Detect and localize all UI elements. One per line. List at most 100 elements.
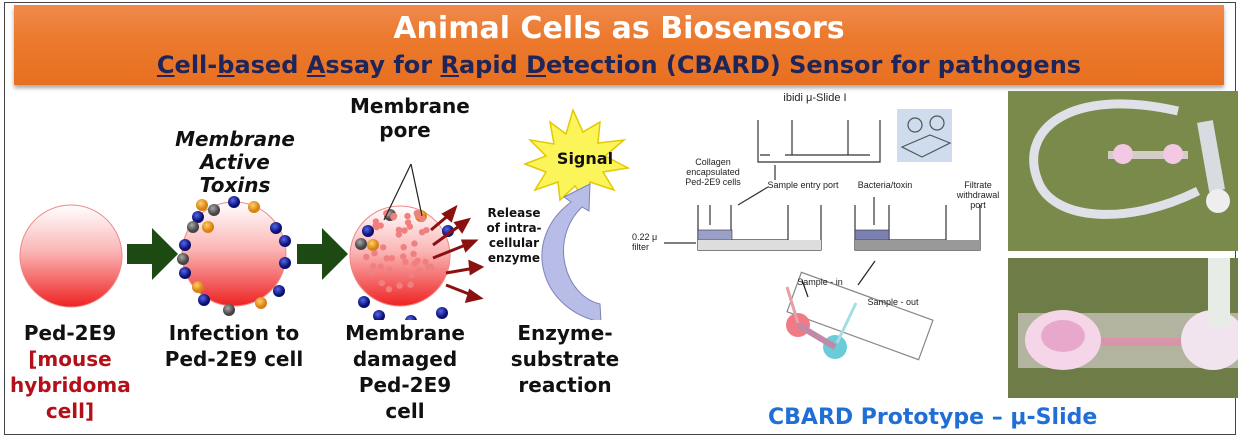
sample-in-label: Sample - in (795, 277, 845, 287)
slide-title: Animal Cells as Biosensors (14, 11, 1224, 46)
pore-dot (407, 281, 413, 287)
collagen-line2: encapsulated (678, 167, 748, 177)
toxin-molecule (179, 239, 191, 251)
toxin-molecule (270, 222, 282, 234)
pore-label: Membrane pore (350, 94, 460, 142)
slide-subtitle: Cell-based Assay for Rapid Detection (CB… (14, 51, 1224, 79)
signal-label: Signal (550, 146, 620, 172)
prototype-photo-closeup (1008, 258, 1238, 398)
pore-dot (400, 244, 406, 250)
subtitle-part: ell- (175, 51, 218, 79)
subtitle-part: ssay for (325, 51, 440, 79)
pore-dot (404, 213, 410, 219)
ibidi-slide-schematic (630, 85, 1000, 425)
subtitle-part: R (440, 51, 458, 79)
pore-dot (408, 272, 414, 278)
green-arrow-1 (127, 228, 178, 280)
ped2e9-cell-diagram (0, 90, 640, 320)
pore-dot (416, 267, 422, 273)
damaged-caption-line3: Ped-2E9 (345, 372, 465, 398)
pore-label-line2: pore (350, 118, 460, 142)
reaction-caption-line1: Enzyme- (505, 320, 625, 346)
reaction-curved-arrow (542, 184, 601, 320)
filter-line1: 0.22 μ (632, 232, 666, 242)
toxin-molecule (202, 221, 214, 233)
subtitle-part: etection (CBARD) Sensor for pathogens (546, 51, 1081, 79)
prototype-caption: CBARD Prototype – μ-Slide (768, 405, 1097, 430)
pore-dot (363, 254, 369, 260)
collagen-label: Collagen encapsulated Ped-2E9 cells (678, 157, 748, 187)
bacteria-label: Bacteria/toxin (850, 180, 920, 190)
pore-dot (371, 250, 377, 256)
toxin-molecule (367, 239, 379, 251)
reaction-caption-line2: substrate (505, 346, 625, 372)
pore-dot (384, 255, 390, 261)
damaged-caption-line2: damaged (345, 346, 465, 372)
collagen-line3: Ped-2E9 cells (678, 177, 748, 187)
toxin-molecule (273, 285, 285, 297)
toxin-molecule (248, 201, 260, 213)
toxin-molecule (279, 257, 291, 269)
pore-dot (386, 267, 392, 273)
toxin-molecule (358, 296, 370, 308)
pore-dot (370, 263, 376, 269)
subtitle-part: b (217, 51, 234, 79)
infection-caption-line1: Infection to (164, 320, 304, 346)
pore-dot (427, 263, 433, 269)
toxin-molecule (362, 225, 374, 237)
pore-dot (368, 269, 374, 275)
infection-caption: Infection to Ped-2E9 cell (164, 320, 304, 372)
filtrate-line1: Filtrate (956, 180, 1000, 190)
toxin-molecule (198, 294, 210, 306)
release-line1: Release (484, 206, 544, 221)
pore-dot (415, 212, 421, 218)
release-line4: enzyme (484, 251, 544, 266)
toxin-molecule (196, 199, 208, 211)
toxin-molecule (208, 204, 220, 216)
filter-label: 0.22 μ filter (632, 232, 666, 252)
subtitle-part: ased (234, 51, 306, 79)
slide-top-view (786, 261, 933, 360)
ped2e9-desc-line3: cell] (10, 398, 130, 424)
pore-dot (419, 229, 425, 235)
subtitle-part: apid (459, 51, 526, 79)
collagen-line1: Collagen (678, 157, 748, 167)
toxin-molecule (279, 235, 291, 247)
ped2e9-desc-line1: [mouse (10, 346, 130, 372)
filtrate-line3: port (956, 200, 1000, 210)
healthy-cell (20, 205, 122, 307)
pore-dot (379, 280, 385, 286)
pore-dot (373, 218, 379, 224)
toxin-molecule (192, 281, 204, 293)
toxin-molecule (373, 310, 385, 320)
filter-line2: filter (632, 242, 666, 252)
toxin-molecule (436, 307, 448, 319)
toxins-label-line1: Membrane (170, 128, 300, 151)
pore-dot (402, 259, 408, 265)
filtrate-line2: withdrawal (956, 190, 1000, 200)
subtitle-part: A (307, 51, 326, 79)
pore-dot (412, 260, 418, 266)
schematic-title: ibidi μ-Slide I (760, 93, 870, 103)
toxins-label-line2: Active Toxins (170, 151, 300, 197)
toxin-molecule (255, 297, 267, 309)
pore-dot (405, 219, 411, 225)
green-arrow-2 (297, 228, 348, 280)
title-banner: Animal Cells as Biosensors Cell-based As… (14, 5, 1224, 85)
toxin-molecule (177, 253, 189, 265)
toxin-molecule (228, 196, 240, 208)
toxin-molecule (355, 238, 367, 250)
damaged-caption-line1: Membrane (345, 320, 465, 346)
toxin-molecule (187, 221, 199, 233)
pore-label-line1: Membrane (350, 94, 460, 118)
entry-port-label: Sample entry port (758, 180, 848, 190)
pore-dot (410, 251, 416, 257)
pore-dot (373, 224, 379, 230)
subtitle-part: C (157, 51, 175, 79)
toxin-molecule (179, 267, 191, 279)
infection-caption-line2: Ped-2E9 cell (164, 346, 304, 372)
slide-3d-thumbnail (897, 109, 952, 162)
release-label: Release of intra- cellular enzyme (484, 206, 544, 266)
ped2e9-desc-line2: hybridoma (10, 372, 130, 398)
toxin-molecule (223, 304, 235, 316)
